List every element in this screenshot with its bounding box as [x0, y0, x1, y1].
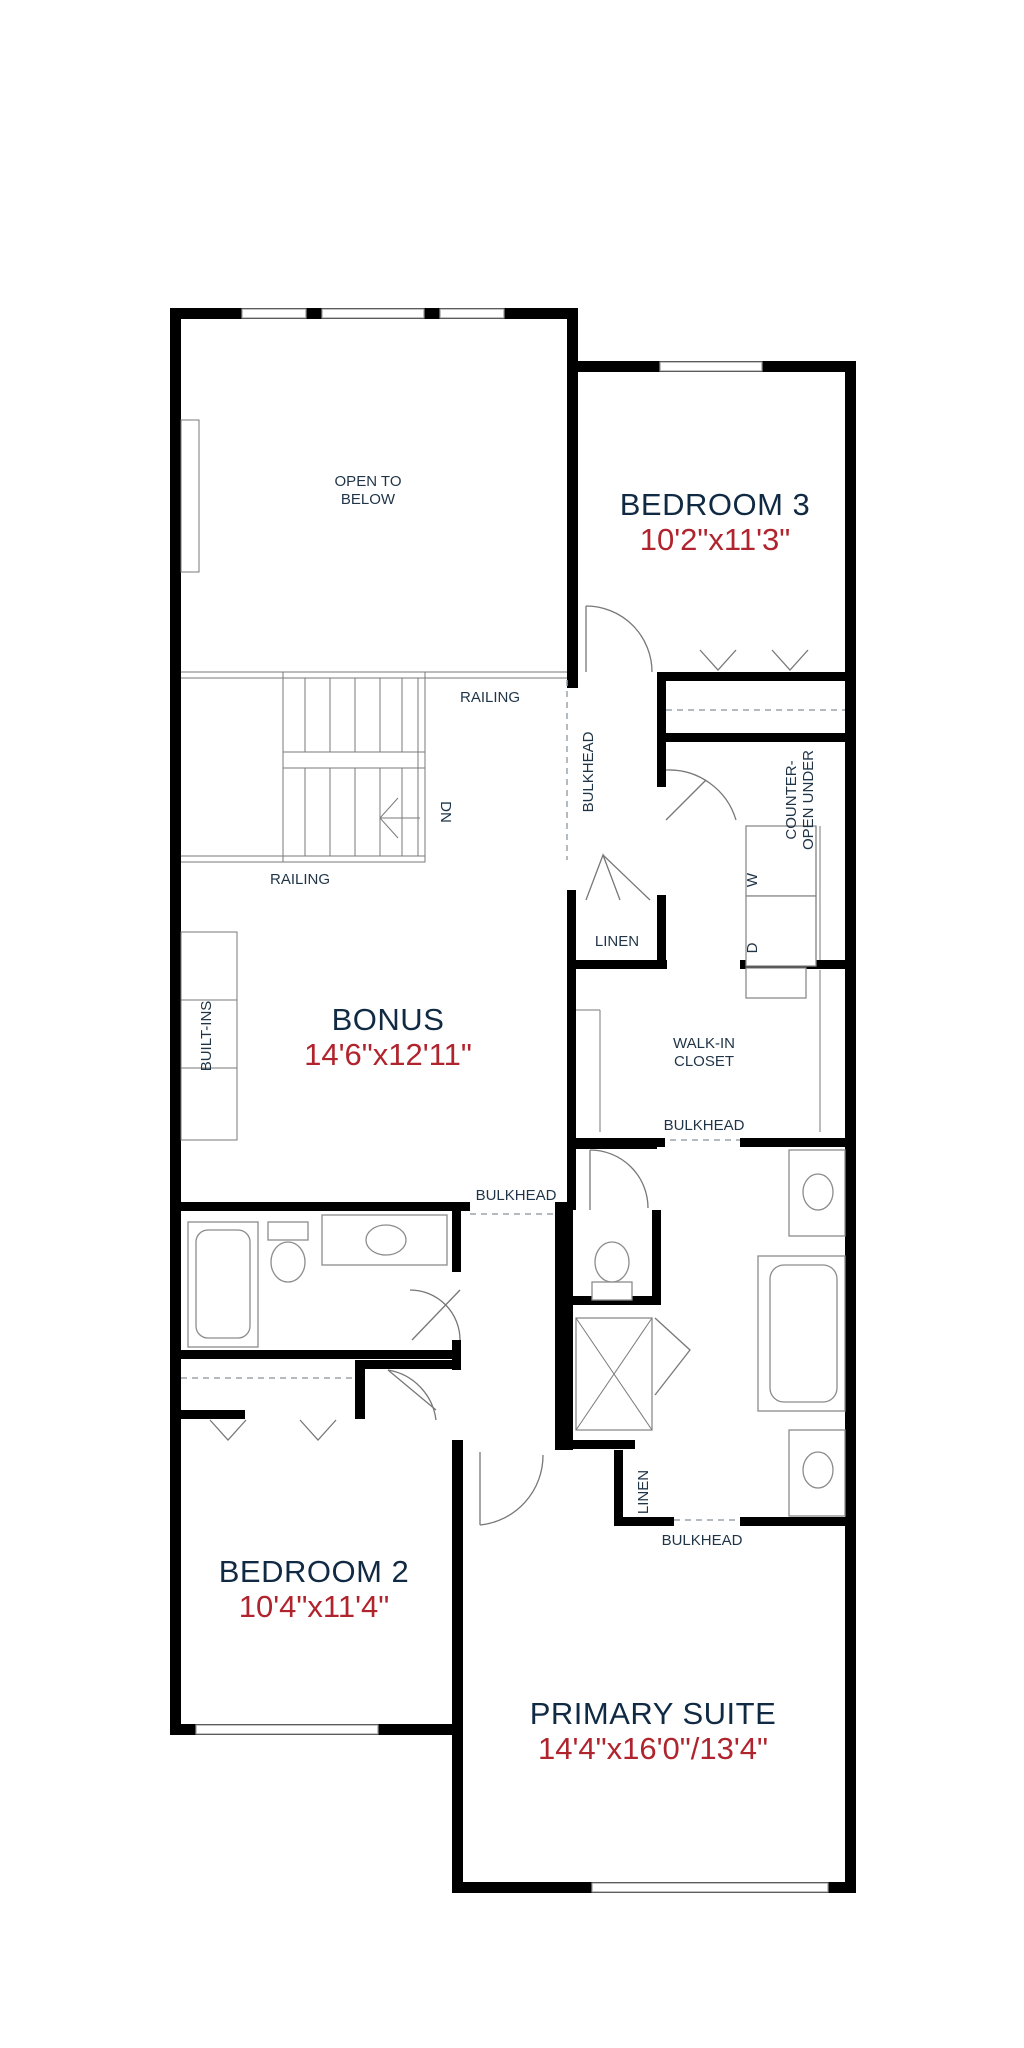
counter-line2: OPEN UNDER — [800, 750, 817, 850]
laundry — [745, 825, 821, 999]
dryer-label: D — [744, 942, 761, 953]
bulkhead-ensuite-label: BULKHEAD — [662, 1532, 743, 1549]
closet-shelves — [576, 970, 821, 1132]
counter-line1: COUNTER- — [783, 760, 800, 839]
bulkhead-closet-label: BULKHEAD — [664, 1117, 745, 1134]
linen-lower-label: LINEN — [635, 1470, 652, 1514]
bonus-size: 14'6"x12'11" — [304, 1037, 472, 1072]
walk-in-closet-line1: WALK-IN — [673, 1035, 735, 1052]
bedroom2-name: BEDROOM 2 — [219, 1554, 410, 1589]
bedroom3-name: BEDROOM 3 — [620, 487, 811, 522]
ensuite-fixtures — [575, 1149, 846, 1517]
bulkhead-hall-label: BULKHEAD — [580, 731, 597, 812]
main-bath-fixtures — [187, 1214, 448, 1348]
open-to-below-line1: OPEN TO — [335, 473, 402, 490]
washer-label: W — [744, 872, 761, 887]
open-to-below-line2: BELOW — [341, 491, 396, 508]
built-ins-label: BUILT-INS — [198, 1001, 215, 1072]
bedroom2-size: 10'4"x11'4" — [239, 1589, 390, 1624]
railing-lower — [181, 855, 425, 863]
windows — [195, 308, 829, 1893]
railing-lower-label: RAILING — [270, 871, 330, 888]
down-label: DN — [437, 801, 454, 823]
railing-upper — [181, 671, 567, 679]
built-ins-cabinet — [180, 931, 238, 1141]
bulkhead-bonus-label: BULKHEAD — [476, 1187, 557, 1204]
ledge — [180, 419, 200, 573]
primary-suite-name: PRIMARY SUITE — [530, 1696, 777, 1731]
linen-upper-label: LINEN — [595, 933, 639, 950]
stair — [282, 671, 426, 863]
railing-upper-label: RAILING — [460, 689, 520, 706]
interior-walls — [170, 672, 855, 1526]
bonus-name: BONUS — [332, 1002, 445, 1037]
walk-in-closet-line2: CLOSET — [674, 1053, 734, 1070]
bedroom3-size: 10'2"x11'3" — [640, 522, 791, 557]
doors — [209, 605, 809, 1526]
primary-suite-size: 14'4"x16'0"/13'4" — [538, 1731, 768, 1766]
